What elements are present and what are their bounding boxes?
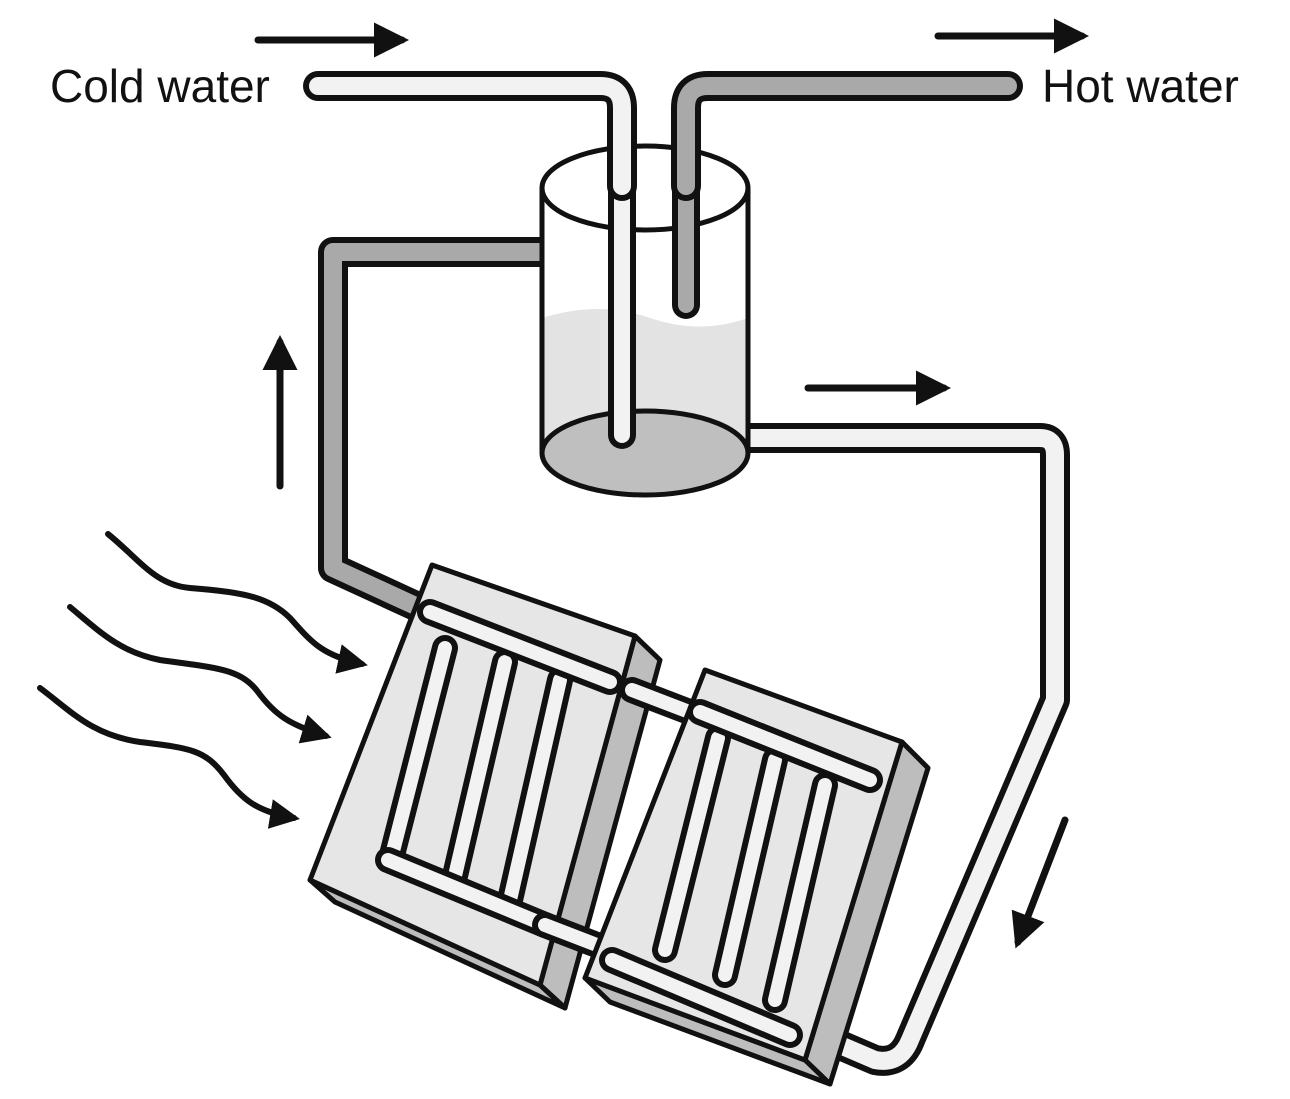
cold-feed-pipe (697, 423, 1070, 1076)
cold-water-inlet-pipe (303, 71, 637, 201)
storage-tank (539, 143, 751, 498)
tank-lid (539, 143, 751, 233)
solar-collector-panel-1 (307, 562, 663, 1011)
sunlight-ray-icon (37, 531, 368, 829)
tank-bottom (539, 408, 751, 498)
hot-water-label: Hot water (1042, 60, 1239, 112)
hot-water-outlet-pipe (671, 71, 1023, 201)
flow-arrow-icon (254, 18, 1089, 949)
solar-collector-panel-2 (582, 667, 931, 1087)
hot-return-pipe (318, 237, 580, 623)
cold-water-label: Cold water (50, 60, 270, 112)
